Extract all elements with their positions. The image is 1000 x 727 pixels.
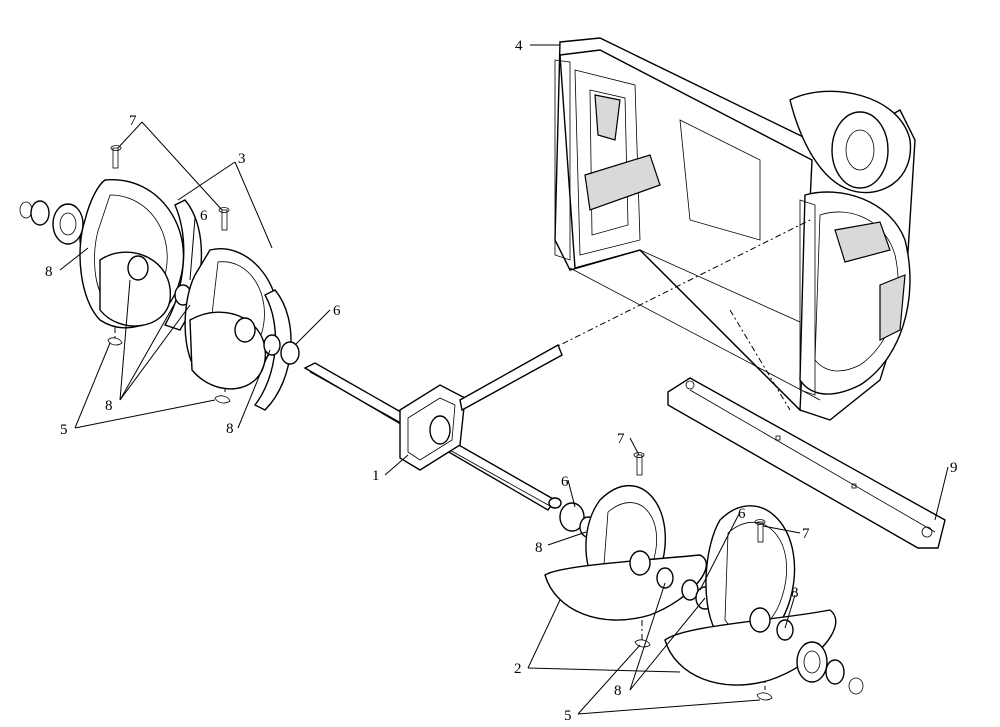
callout-2: 2 — [514, 661, 522, 677]
auger-housing — [554, 37, 916, 421]
callout-8-right: 8 — [535, 540, 543, 556]
callout-5-bottom: 5 — [564, 708, 572, 724]
callout-1: 1 — [372, 468, 380, 484]
callout-4: 4 — [515, 38, 523, 54]
callout-8-left: 8 — [45, 264, 53, 280]
callout-5-left: 5 — [60, 422, 68, 438]
callout-8-right-lower: 8 — [791, 585, 799, 601]
callout-6-right-lower: 6 — [738, 506, 746, 522]
callout-7-right-top: 7 — [617, 431, 625, 447]
callout-6-right: 6 — [561, 474, 569, 490]
right-auger-assembly — [544, 452, 864, 701]
callout-8-bottom: 8 — [614, 683, 622, 699]
callout-6-left: 6 — [200, 208, 208, 224]
leader-lines — [59, 44, 949, 715]
brace-bar — [667, 377, 946, 549]
callout-7-left: 7 — [129, 113, 137, 129]
gearbox-shaft — [303, 343, 563, 511]
callout-7-right-lower: 7 — [802, 526, 810, 542]
callout-6-middle: 6 — [333, 303, 341, 319]
callout-8-lower-middle: 8 — [226, 421, 234, 437]
callout-labels: 4 7 3 6 8 6 8 8 5 1 7 6 8 6 7 8 2 8 5 9 — [45, 38, 958, 724]
callout-3: 3 — [238, 151, 246, 167]
callout-9: 9 — [950, 460, 958, 476]
left-auger-assembly — [19, 145, 300, 411]
callout-8-lower-left: 8 — [105, 398, 113, 414]
